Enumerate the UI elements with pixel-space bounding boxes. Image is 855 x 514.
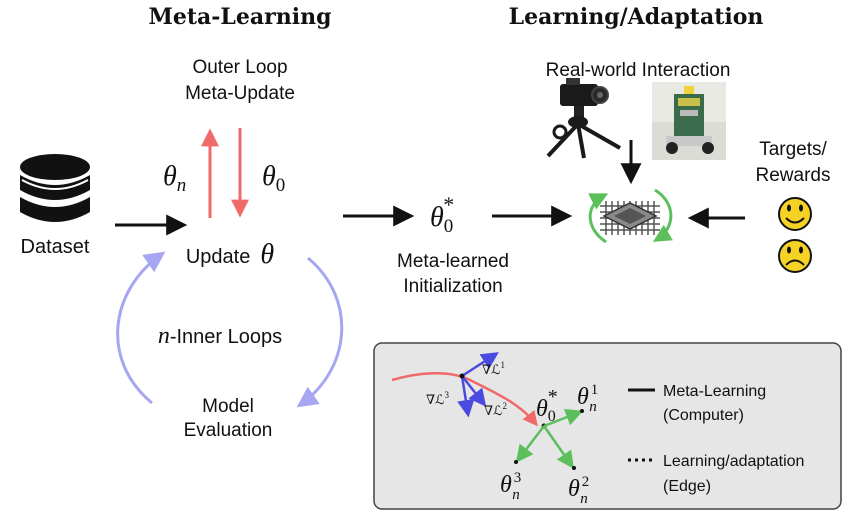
model-label: Model [202,396,254,417]
inset-grad3-arrow [457,375,475,418]
dataset-label: Dataset [21,236,90,258]
legend-dotted-sub: (Edge) [663,478,711,495]
targets-label: Targets/ [759,139,827,160]
rewards-label: Rewards [756,165,831,186]
initialization-label: Initialization [403,276,502,297]
legend-solid-sub: (Computer) [663,407,744,424]
camera-tripod-icon [546,78,621,159]
inner-loop-left-arc [116,251,166,405]
inset-adapt3-arrow [515,425,545,463]
inset-meta-trajectory [391,372,538,427]
inset-adapt2-arrow [542,425,575,469]
evaluation-label: Evaluation [184,420,273,441]
smiley-happy-icon [778,197,812,231]
inset-grad2-arrow [461,375,487,407]
inner-loops-label: n-Inner Loops [158,323,282,349]
robot-photo-icon [652,82,726,160]
theta-n-label: θn [163,161,186,196]
meta-update-label: Meta-Update [185,83,295,104]
title-meta-learning: Meta-Learning [149,4,332,30]
inset-grad3-label: ∇ℒ3 [426,390,449,407]
outer-loop-label: Outer Loop [192,57,287,78]
inset-grad1-label: ∇ℒ1 [482,360,505,377]
theta-star-label: θ0* [430,192,454,237]
inset-adapt1-arrow [543,408,584,428]
adapt-right-arc [652,188,673,242]
chip-icon [600,201,660,235]
inner-loop-right-arc [296,256,344,408]
title-learning-adaptation: Learning/Adaptation [509,4,764,30]
inset-theta-star: θ0* [536,386,558,425]
adapt-left-arc [588,193,609,244]
theta-0-label: θ0 [262,161,285,196]
legend-dotted-label: Learning/adaptation [663,453,804,470]
inset-grad2-label: ∇ℒ2 [484,401,507,418]
meta-learned-label: Meta-learned [397,251,509,272]
legend-solid-label: Meta-Learning [663,383,766,400]
inset-grad1-arrow [461,352,499,378]
smiley-sad-icon [778,239,812,273]
real-world-label: Real-world Interaction [546,60,731,81]
database-icon [20,154,90,222]
